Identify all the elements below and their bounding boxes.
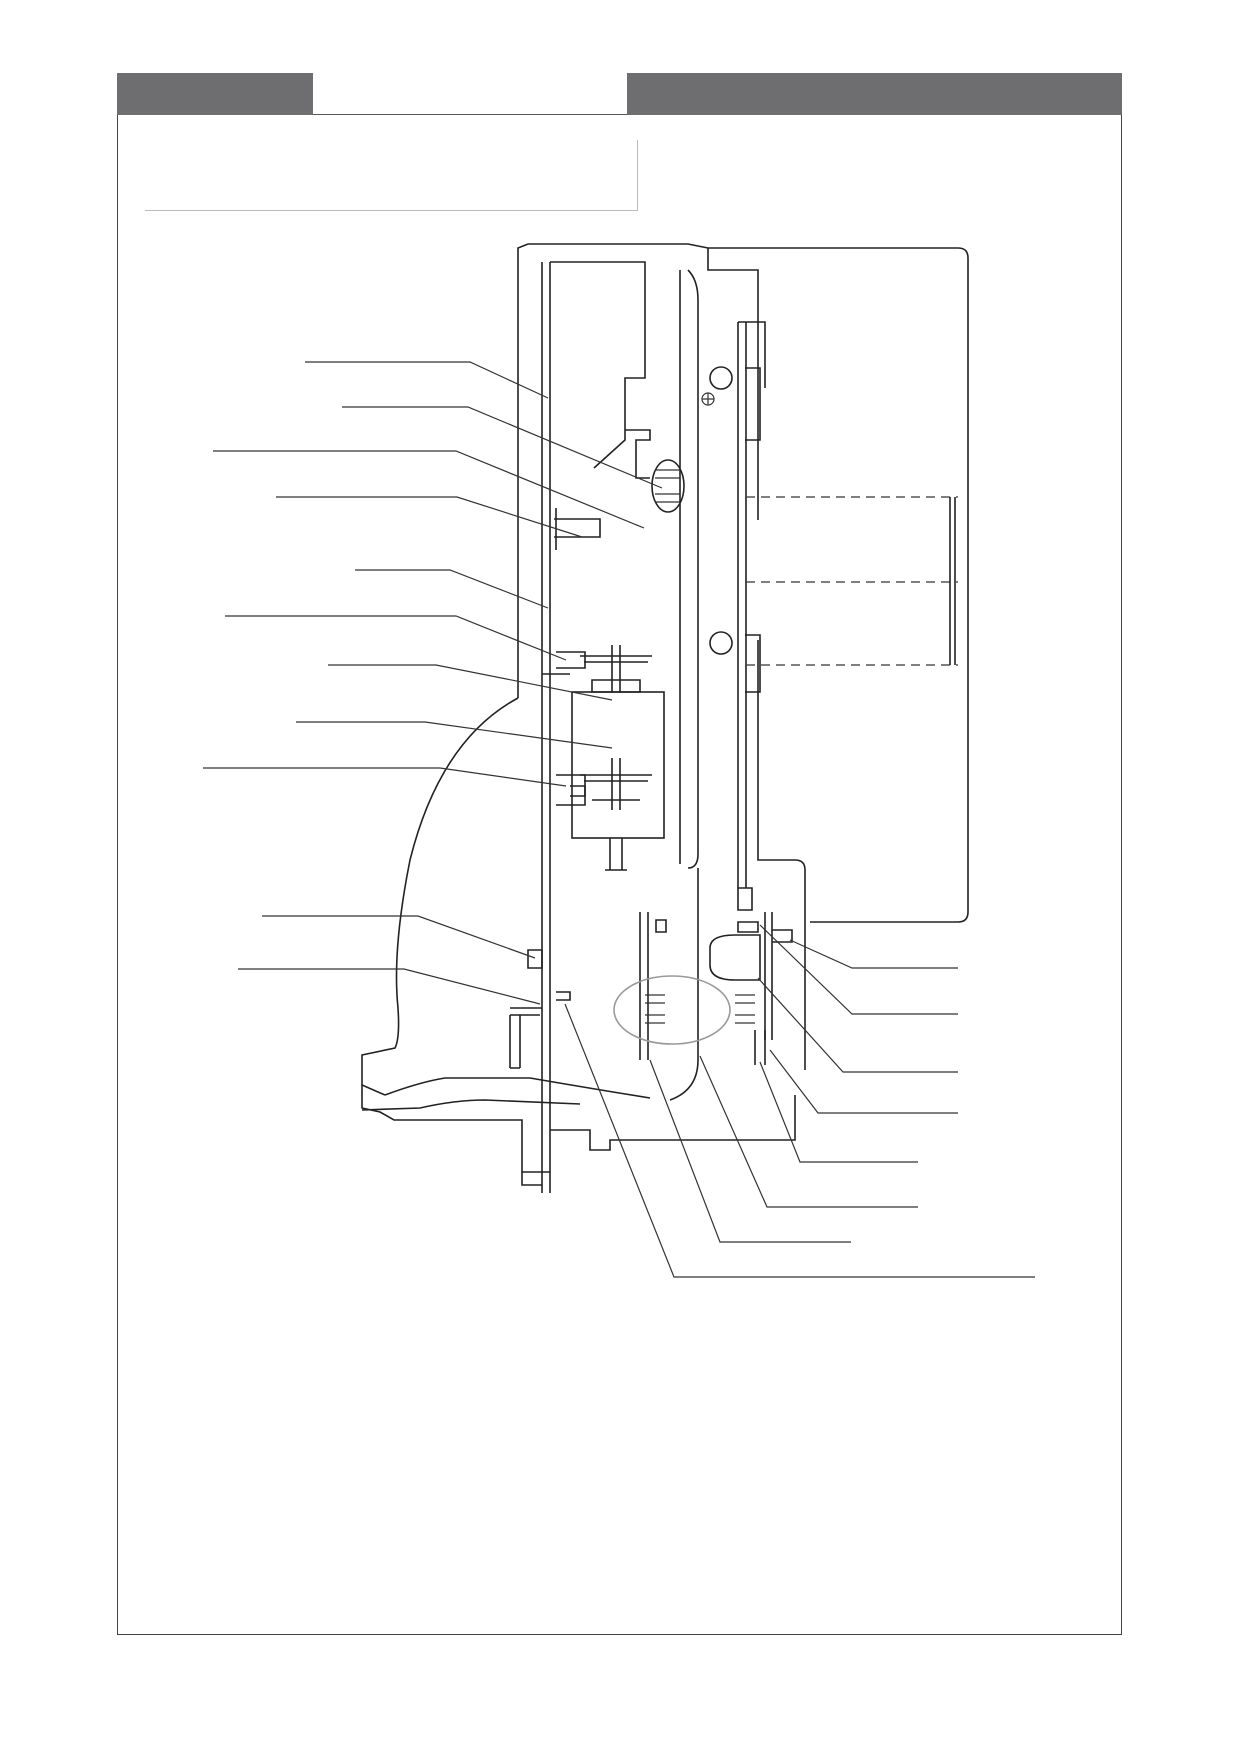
callout-left-10 bbox=[262, 915, 536, 959]
callout-left-2 bbox=[342, 406, 663, 489]
callout-left-4 bbox=[276, 496, 583, 538]
callout-right-4 bbox=[769, 1049, 958, 1114]
callout-left-1 bbox=[305, 361, 549, 399]
header-bar-right bbox=[627, 73, 1122, 115]
left-callouts bbox=[203, 361, 663, 1005]
callout-left-5 bbox=[355, 569, 549, 609]
header-bar-left bbox=[117, 73, 313, 115]
upper-components bbox=[554, 429, 685, 550]
housing-outline bbox=[517, 243, 969, 1193]
base-section bbox=[361, 697, 796, 1186]
callout-right-7 bbox=[649, 1059, 851, 1243]
callout-right-8 bbox=[564, 1003, 1035, 1278]
section-title-box bbox=[145, 140, 638, 211]
callout-right-1 bbox=[789, 939, 958, 969]
motor-assembly bbox=[542, 645, 665, 871]
callout-left-11 bbox=[238, 968, 541, 1005]
callout-right-3 bbox=[757, 977, 958, 1073]
callout-left-3 bbox=[213, 450, 645, 529]
callout-right-2 bbox=[759, 924, 958, 1015]
page-frame bbox=[117, 115, 1122, 1635]
callout-left-6 bbox=[225, 615, 567, 661]
callout-right-6 bbox=[699, 1055, 918, 1208]
callout-right-5 bbox=[759, 1061, 918, 1163]
callout-left-7 bbox=[328, 664, 613, 701]
right-callouts bbox=[564, 924, 1035, 1278]
callout-left-9 bbox=[203, 767, 567, 787]
header-title-box bbox=[313, 73, 627, 115]
callout-left-8 bbox=[296, 721, 613, 749]
